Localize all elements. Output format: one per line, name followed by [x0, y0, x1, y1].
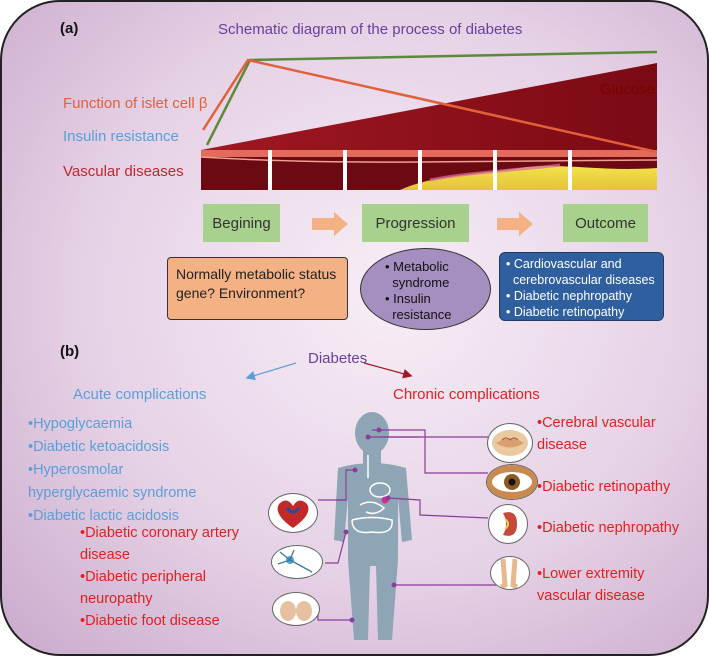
- retinopathy-label: •Diabetic retinopathy: [537, 479, 671, 495]
- list-item: •Diabetic foot disease: [80, 613, 220, 629]
- panel-a-label: (a): [60, 20, 79, 37]
- nephropathy-label: •Diabetic nephropathy: [537, 520, 680, 536]
- progression-ellipse: • Metabolic syndrome • Insulin resistanc…: [360, 248, 491, 330]
- acute-list: •Hypoglycaemia •Diabetic ketoacidosis •H…: [28, 413, 196, 528]
- kidney-icon: [488, 504, 528, 544]
- legs-icon: [490, 556, 530, 590]
- chronic-title: Chronic complications: [393, 386, 540, 403]
- list-item: •Hypoglycaemia: [28, 416, 133, 432]
- glucose-wedge: [201, 63, 657, 150]
- list-item: •Diabetic peripheral: [80, 569, 206, 585]
- list-item: hyperglycaemic syndrome: [28, 485, 197, 501]
- diagram-title: Schematic diagram of the process of diab…: [218, 21, 523, 38]
- neuron-icon: [271, 545, 323, 579]
- heart-icon: [268, 493, 318, 533]
- outcome-box: • Cardiovascular and cerebrovascular dis…: [499, 252, 664, 321]
- list-item: •Diabetic ketoacidosis: [28, 439, 170, 455]
- islet-function-label: Function of islet cell β: [63, 95, 208, 112]
- list-item: neuropathy: [80, 591, 153, 607]
- chronic-left-list: •Diabetic coronary artery disease •Diabe…: [80, 522, 239, 632]
- acute-title: Acute complications: [73, 386, 207, 403]
- plaque: [400, 166, 657, 190]
- beginning-box: Normally metabolic status gene? Environm…: [167, 257, 348, 320]
- stage-beginning: Begining: [203, 204, 280, 242]
- list-item: disease: [80, 547, 130, 563]
- list-item: •Hyperosmolar: [28, 462, 124, 478]
- brain-icon: [487, 423, 533, 463]
- eye-icon: [486, 464, 538, 500]
- lower-extremity-label: •Lower extremity vascular disease: [537, 566, 645, 604]
- arrow-right-icon: [312, 212, 348, 236]
- glucose-label: Glucose: [600, 81, 656, 98]
- list-item: •Diabetic coronary artery: [80, 525, 239, 541]
- list-item: •Diabetic lactic acidosis: [28, 508, 179, 524]
- diabetes-label: Diabetes: [308, 350, 368, 367]
- cerebral-label: •Cerebral vascular disease: [537, 415, 656, 453]
- arrow-right-icon: [497, 212, 533, 236]
- islet-curve: [201, 58, 658, 154]
- foot-icon: [272, 592, 320, 626]
- stage-progression: Progression: [362, 204, 469, 242]
- panel-b-label: (b): [60, 343, 80, 360]
- vascular-diseases-label: Vascular diseases: [63, 163, 184, 180]
- stage-outcome: Outcome: [563, 204, 648, 242]
- insulin-resistance-label: Insulin resistance: [63, 128, 179, 145]
